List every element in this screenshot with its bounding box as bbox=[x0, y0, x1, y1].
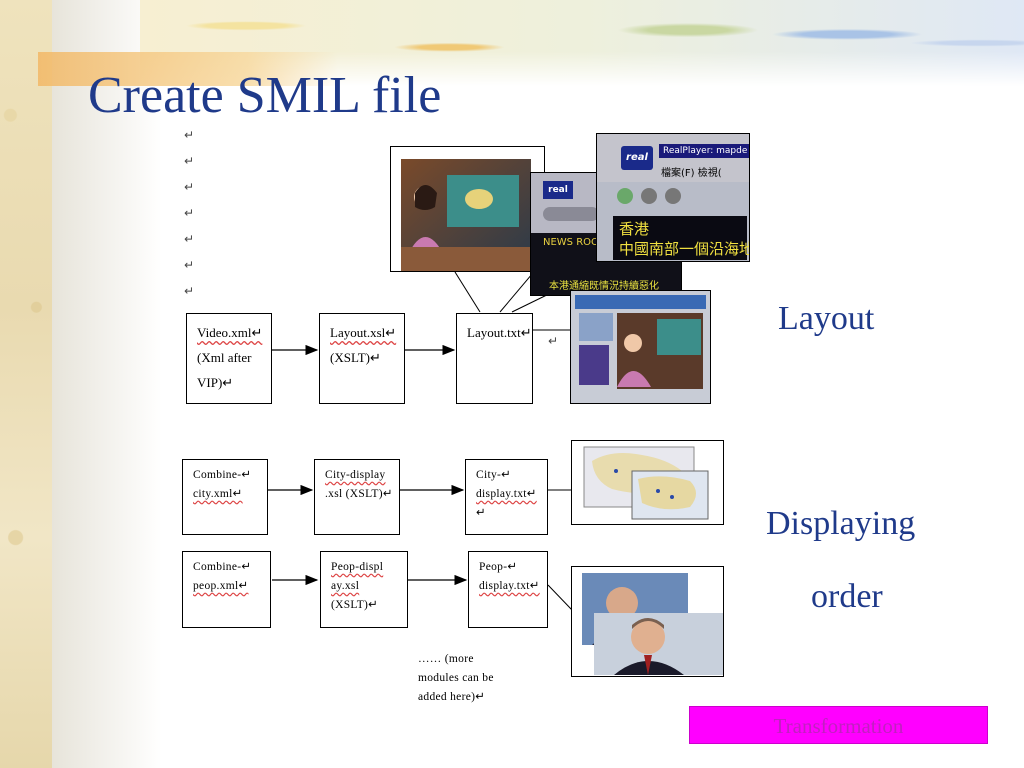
layout-result-picture bbox=[575, 295, 706, 389]
box-line: Peop-↵ bbox=[479, 561, 518, 573]
paragraph-mark: ↵ bbox=[184, 284, 195, 298]
peop-display-txt-box: Peop-↵ display.txt↵ bbox=[468, 551, 548, 628]
box-line: city.xml↵ bbox=[193, 488, 243, 500]
note-line: modules can be bbox=[418, 672, 494, 684]
box-line: VIP)↵ bbox=[197, 375, 234, 390]
peop-display-xsl-box: Peop-displ ay.xsl (XSLT)↵ bbox=[320, 551, 408, 628]
paper-fade bbox=[52, 0, 162, 768]
real-logo-icon: real bbox=[543, 181, 573, 199]
order-label: order bbox=[811, 578, 883, 615]
box-line: (XSLT)↵ bbox=[330, 350, 381, 365]
city-map-image bbox=[571, 440, 724, 525]
box-line: display.txt↵ bbox=[479, 580, 540, 592]
box-line: Layout.xsl↵ bbox=[330, 325, 397, 340]
box-line: Layout.txt↵ bbox=[467, 325, 532, 340]
news-anchor-image bbox=[390, 146, 545, 272]
paragraph-mark: ↵ bbox=[184, 128, 195, 142]
more-modules-note: …… (more modules can be added here)↵ bbox=[418, 650, 494, 707]
realplayer-window: real RealPlayer: mapde 檔案(F) 檢視( 香港 中國南部… bbox=[596, 133, 750, 262]
news-room-label: NEWS ROO bbox=[543, 237, 599, 248]
box-line: ↵ bbox=[476, 507, 486, 519]
box-line: peop.xml↵ bbox=[193, 580, 249, 592]
slide-title: Create SMIL file bbox=[88, 67, 442, 124]
box-line: Combine-↵ bbox=[193, 469, 252, 481]
box-line: ay.xsl bbox=[331, 580, 360, 592]
play-icon[interactable] bbox=[617, 188, 633, 204]
combine-peop-box: Combine-↵ peop.xml↵ bbox=[182, 551, 271, 628]
real-logo-icon: real bbox=[621, 146, 653, 170]
banner-accent bbox=[38, 52, 338, 86]
paragraph-mark: ↵ bbox=[184, 180, 195, 194]
box-line: .xsl (XSLT)↵ bbox=[325, 488, 393, 500]
layout-txt-box: Layout.txt↵ bbox=[456, 313, 533, 404]
pause-icon[interactable] bbox=[641, 188, 657, 204]
news-anchor-picture bbox=[401, 159, 531, 271]
people-photos-image bbox=[571, 566, 724, 677]
layout-label: Layout bbox=[778, 300, 875, 337]
box-line: City-display bbox=[325, 469, 386, 481]
note-line: …… (more bbox=[418, 653, 474, 665]
layout-xsl-box: Layout.xsl↵ (XSLT)↵ bbox=[319, 313, 405, 404]
line-layouttxt-to-news bbox=[454, 271, 481, 313]
displaying-label: Displaying bbox=[766, 505, 916, 542]
paragraph-mark: ↵ bbox=[184, 154, 195, 168]
line-peoptxt-to-photos bbox=[547, 584, 573, 611]
box-line: display.txt↵ bbox=[476, 488, 537, 500]
transformation-button[interactable]: Transformation bbox=[689, 706, 988, 744]
layout-result-image bbox=[570, 290, 711, 404]
caption-line1: 香港 bbox=[619, 220, 650, 238]
stop-icon[interactable] bbox=[665, 188, 681, 204]
realplayer-title: RealPlayer: mapde bbox=[659, 144, 749, 158]
city-map-picture bbox=[583, 446, 709, 520]
paragraph-mark: ↵ bbox=[548, 334, 559, 348]
city-display-xsl-box: City-display .xsl (XSLT)↵ bbox=[314, 459, 400, 535]
box-line: Combine-↵ bbox=[193, 561, 252, 573]
people-photos-picture bbox=[582, 573, 723, 675]
box-line: Peop-displ bbox=[331, 561, 384, 573]
video-xml-box: Video.xml↵ (Xml after VIP)↵ bbox=[186, 313, 272, 404]
note-line: added here)↵ bbox=[418, 691, 486, 703]
paragraph-mark: ↵ bbox=[184, 232, 195, 246]
box-line: (Xml after bbox=[197, 350, 252, 365]
paragraph-mark: ↵ bbox=[184, 258, 195, 272]
city-display-txt-box: City-↵ display.txt↵ ↵ bbox=[465, 459, 548, 535]
news-ticker: 本港通縮既情況持續惡化 bbox=[549, 281, 659, 292]
combine-city-box: Combine-↵ city.xml↵ bbox=[182, 459, 268, 535]
box-line: City-↵ bbox=[476, 469, 512, 481]
box-line: Video.xml↵ bbox=[197, 325, 263, 340]
caption-line2: 中國南部一個沿海地 bbox=[619, 240, 750, 258]
paragraph-mark: ↵ bbox=[184, 206, 195, 220]
realplayer-menu: 檔案(F) 檢視( bbox=[661, 168, 722, 179]
paper-texture-strip bbox=[0, 0, 52, 768]
player-controls-icon bbox=[543, 207, 599, 221]
box-line: (XSLT)↵ bbox=[331, 599, 379, 611]
